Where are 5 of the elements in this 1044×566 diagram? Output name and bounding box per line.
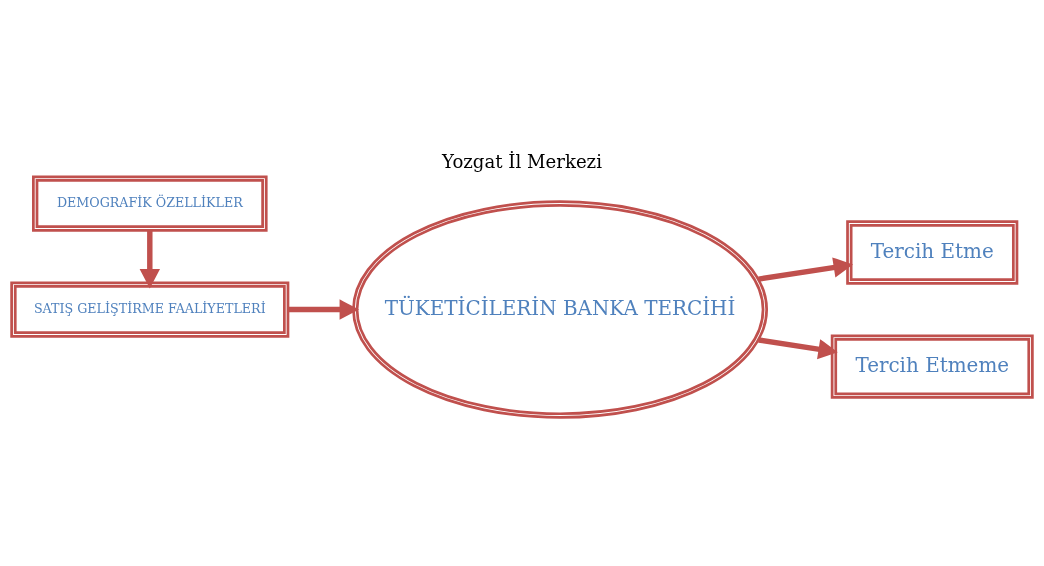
diagram-title: Yozgat İl Merkezi (442, 150, 602, 172)
arrow (288, 298, 359, 320)
arrow (758, 256, 854, 282)
arrow (758, 336, 838, 359)
arrow (139, 229, 161, 288)
